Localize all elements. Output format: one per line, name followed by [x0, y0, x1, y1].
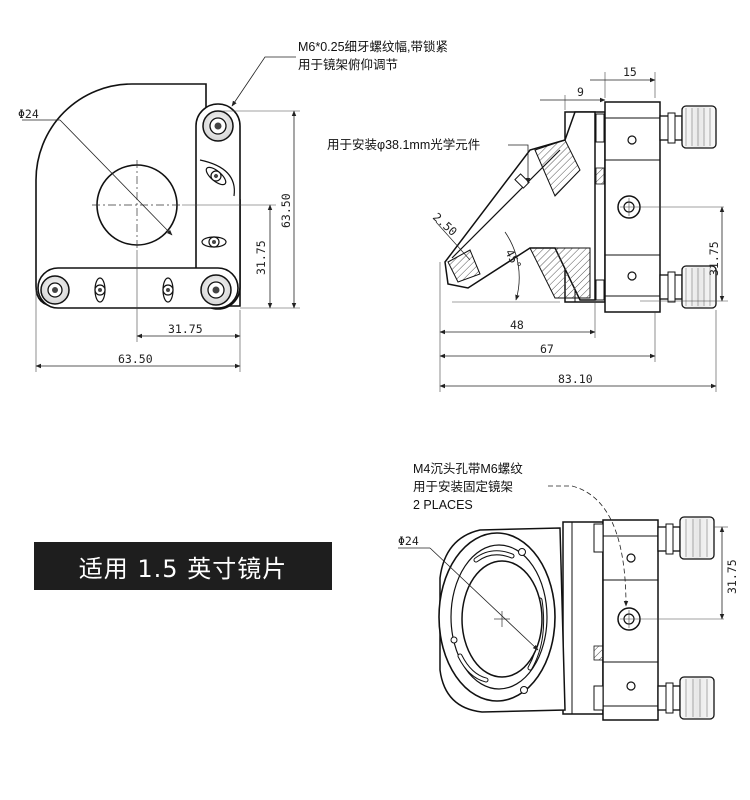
iso-knob-bottom	[657, 676, 715, 720]
wing-nut-lower-mid	[162, 277, 174, 303]
iso-dim-31-75-vertical: 31.75	[725, 559, 739, 594]
lens-size-banner: 适用 1.5 英寸镜片	[34, 542, 332, 590]
screw-bottom-right	[200, 274, 232, 306]
adjuster-arm-vertical	[195, 103, 241, 310]
screw-bottom-left	[40, 275, 70, 305]
front-dim-31-75-vertical: 31.75	[254, 240, 268, 275]
side-view	[435, 72, 728, 392]
side-dim-15: 15	[623, 65, 637, 79]
side-knob-bottom	[659, 265, 717, 309]
iso-note-line2: 用于安装固定镜架	[413, 479, 513, 494]
wing-nut-mid	[201, 236, 227, 248]
front-diameter-label: Φ24	[18, 107, 39, 121]
screw-top-right	[202, 110, 234, 142]
front-dim-63-50-horizontal: 63.50	[118, 352, 153, 366]
thread-note-line2: 用于镜架俯仰调节	[298, 57, 398, 72]
front-dim-63-50-vertical: 63.50	[279, 193, 293, 228]
thread-note-line1: M6*0.25细牙螺纹幅,带锁紧	[298, 39, 448, 54]
iso-view	[398, 485, 728, 721]
iso-note-line3: 2 PLACES	[413, 498, 473, 512]
wing-nut-upper	[205, 166, 227, 186]
side-dim-67: 67	[540, 342, 554, 356]
side-dim-83-10: 83.10	[558, 372, 593, 386]
front-dim-31-75-horizontal: 31.75	[168, 322, 203, 336]
mount-note: 用于安装φ38.1mm光学元件	[327, 137, 480, 152]
banner-text: 适用 1.5 英寸镜片	[78, 554, 288, 583]
side-knob-top	[659, 105, 717, 149]
side-dim-2-50: 2.50	[430, 210, 460, 239]
side-dim-9: 9	[577, 85, 584, 99]
side-dim-31-75-vertical: 31.75	[707, 241, 721, 276]
side-dim-48: 48	[510, 318, 524, 332]
front-view	[22, 56, 300, 372]
wing-nut-lower-left	[94, 277, 106, 303]
iso-note-line1: M4沉头孔带M6螺纹	[413, 462, 523, 476]
adjuster-arm-horizontal	[37, 267, 239, 309]
iso-diameter-label: Φ24	[398, 534, 419, 548]
iso-knob-top	[657, 516, 715, 560]
